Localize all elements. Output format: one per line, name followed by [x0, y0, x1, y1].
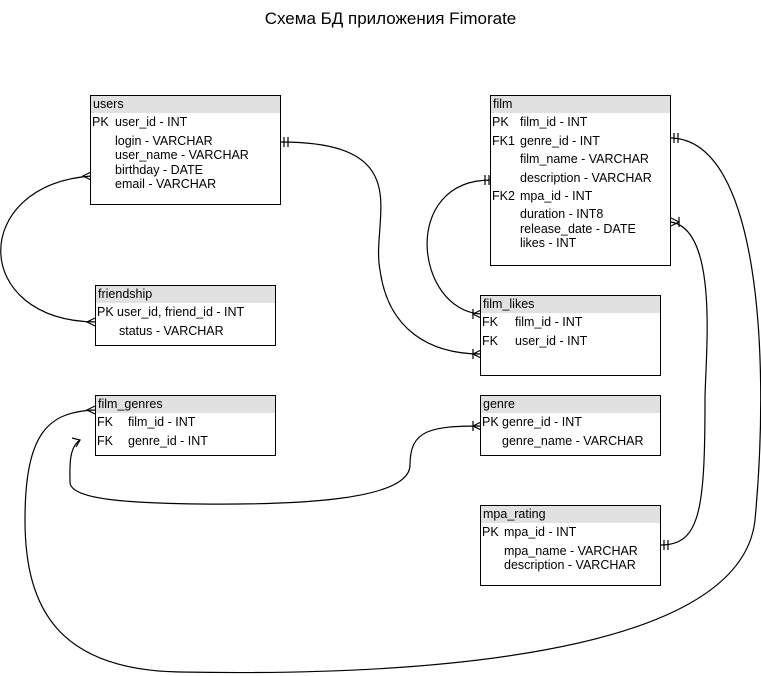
- crowfoot-film-genres-genre: [71, 437, 81, 448]
- link-users-film-likes: [280, 141, 482, 355]
- film-row-8: likes - INT: [520, 236, 577, 250]
- crowfoot-genre: [471, 421, 482, 431]
- crowfoot-film-genres: [85, 405, 96, 415]
- link-genre-film-genres: [69, 425, 482, 505]
- link-users-friendship: [0, 175, 96, 323]
- users-row-5: email - VARCHAR: [115, 177, 217, 191]
- one-mark-users: [283, 137, 289, 147]
- users-row-2: login - VARCHAR: [115, 134, 213, 148]
- mpa-rating-row-2: mpa_name - VARCHAR: [504, 544, 638, 558]
- link-film-film-genres: [24, 137, 761, 674]
- table-film-header: film: [491, 96, 670, 113]
- film-row-6: duration - INT8: [520, 207, 604, 221]
- crowfoot-film-likes-film: [471, 309, 482, 319]
- crowfoot-users: [81, 171, 92, 181]
- table-mpa-rating-header: mpa_rating: [481, 506, 660, 523]
- crowfoot-friendship: [85, 317, 96, 327]
- film-row-7: release_date - DATE: [520, 222, 636, 236]
- genre-row-2: genre_name - VARCHAR: [502, 434, 644, 448]
- link-film-mpa-rating: [660, 221, 708, 546]
- crowfoot-film-likes-user: [471, 349, 482, 359]
- users-row-3: user_name - VARCHAR: [115, 148, 249, 162]
- diagram-title: Схема БД приложения Fimorate: [264, 9, 517, 28]
- table-film-likes-header: film_likes: [481, 296, 660, 313]
- film-row-4: description - VARCHAR: [520, 171, 652, 185]
- one-mark-film-desc: [484, 175, 490, 185]
- table-users-header: users: [91, 96, 280, 113]
- table-genre-header: genre: [481, 396, 660, 413]
- users-row-4: birthday - DATE: [115, 163, 203, 177]
- friendship-row-2: status - VARCHAR: [119, 324, 224, 338]
- film-row-3: film_name - VARCHAR: [520, 152, 649, 166]
- mpa-rating-row-3: description - VARCHAR: [504, 558, 636, 572]
- table-film-genres-header: film_genres: [96, 396, 275, 413]
- one-mark-film-genre: [673, 133, 679, 143]
- table-friendship-header: friendship: [96, 286, 275, 303]
- one-mark-mpa: [663, 540, 669, 550]
- link-film-film-likes: [426, 179, 492, 315]
- crowfoot-film-mpa: [670, 217, 681, 227]
